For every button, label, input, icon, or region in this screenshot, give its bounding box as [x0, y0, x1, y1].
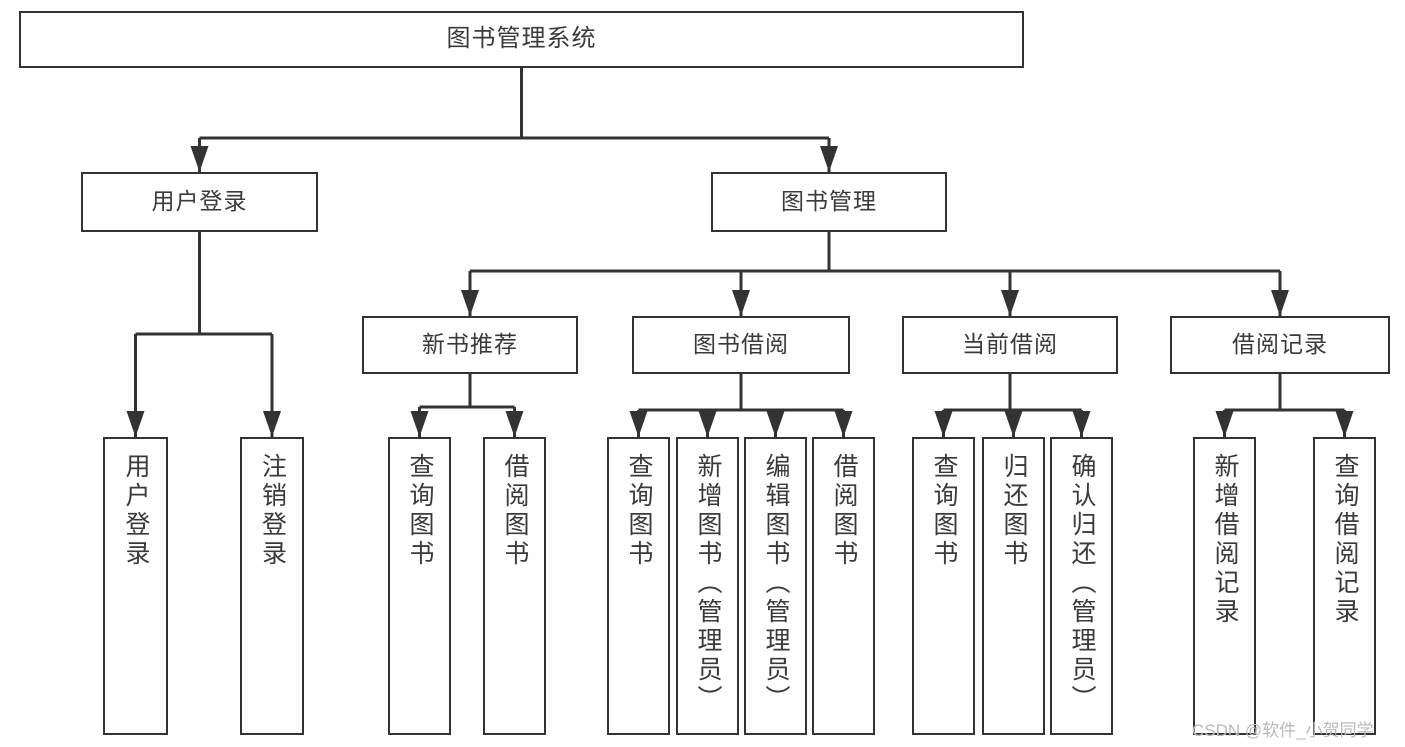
node-l2-record[interactable]: 借阅记录: [1170, 316, 1390, 374]
arrowhead: [732, 290, 750, 316]
arrowhead: [1001, 290, 1019, 316]
node-label: 借阅图书: [501, 453, 529, 569]
arrowhead: [505, 411, 524, 437]
node-label: 归还图书: [1000, 453, 1028, 569]
node-l3-c2[interactable]: 新增图书（管理员）: [676, 437, 739, 735]
arrowhead: [1271, 290, 1289, 316]
node-l3-a1[interactable]: 用户登录: [103, 437, 168, 735]
node-label: 编辑图书（管理员）: [762, 453, 790, 714]
node-l2-newbook[interactable]: 新书推荐: [362, 316, 578, 374]
arrowhead: [126, 411, 145, 437]
node-label: 新增借阅记录: [1211, 453, 1239, 627]
node-l3-d1[interactable]: 查询图书: [912, 437, 975, 735]
node-label: 查询借阅记录: [1331, 453, 1359, 627]
node-l1-bookmgmt[interactable]: 图书管理: [711, 172, 947, 232]
node-label: 查询图书: [625, 453, 653, 569]
node-label: 注销登录: [258, 453, 287, 569]
node-label: 借阅记录: [1232, 331, 1328, 358]
arrowhead: [1072, 411, 1091, 437]
node-root[interactable]: 图书管理系统: [19, 11, 1024, 68]
node-l3-a2[interactable]: 注销登录: [240, 437, 304, 735]
node-label: 新增图书（管理员）: [694, 453, 722, 714]
node-l2-borrow[interactable]: 图书借阅: [632, 316, 850, 374]
node-l2-current[interactable]: 当前借阅: [902, 316, 1118, 374]
arrowhead: [410, 411, 429, 437]
arrowhead: [934, 411, 953, 437]
node-l3-c3[interactable]: 编辑图书（管理员）: [744, 437, 807, 735]
arrowhead: [461, 290, 479, 316]
node-l3-e2[interactable]: 查询借阅记录: [1313, 437, 1376, 735]
node-label: 用户登录: [151, 188, 248, 215]
node-l3-c4[interactable]: 借阅图书: [812, 437, 875, 735]
node-l3-b2[interactable]: 借阅图书: [483, 437, 546, 735]
arrowhead: [1004, 411, 1023, 437]
node-label: 图书管理系统: [446, 25, 597, 53]
node-l1-login[interactable]: 用户登录: [81, 172, 318, 232]
node-label: 借阅图书: [830, 453, 858, 569]
node-label: 确认归还（管理员）: [1068, 453, 1096, 714]
node-label: 图书管理: [781, 188, 877, 215]
arrowhead: [766, 411, 785, 437]
node-label: 新书推荐: [422, 331, 518, 358]
node-label: 用户登录: [122, 453, 150, 569]
arrowhead: [698, 411, 717, 437]
arrowhead: [1215, 411, 1234, 437]
arrowhead: [190, 146, 209, 172]
arrowhead: [1335, 411, 1354, 437]
node-l3-c1[interactable]: 查询图书: [607, 437, 670, 735]
node-label: 图书借阅: [693, 331, 789, 358]
node-label: 查询图书: [406, 453, 434, 569]
arrowhead: [263, 411, 281, 437]
node-label: 查询图书: [930, 453, 958, 569]
arrowhead: [629, 411, 648, 437]
node-l3-b1[interactable]: 查询图书: [388, 437, 451, 735]
node-l3-e1[interactable]: 新增借阅记录: [1193, 437, 1256, 735]
arrowhead: [820, 146, 838, 172]
node-l3-d2[interactable]: 归还图书: [982, 437, 1045, 735]
node-l3-d3[interactable]: 确认归还（管理员）: [1050, 437, 1113, 735]
node-label: 当前借阅: [962, 331, 1058, 358]
arrowhead: [834, 411, 853, 437]
